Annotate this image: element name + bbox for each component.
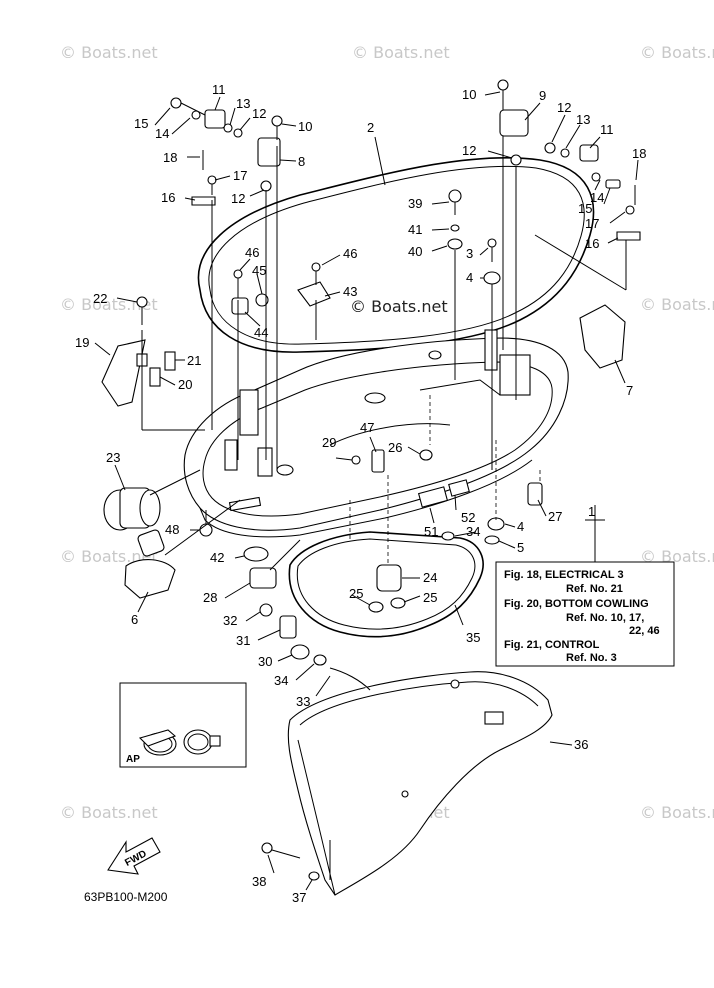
bottom-cowling <box>183 329 569 538</box>
watermark: © Boats.net <box>640 547 714 566</box>
callout: 1 <box>588 504 595 519</box>
callout: 14 <box>590 190 604 205</box>
callout: 18 <box>632 146 646 161</box>
callout: 18 <box>163 150 177 165</box>
callout: 20 <box>178 377 192 392</box>
callout: 46 <box>245 245 259 260</box>
callout: 8 <box>298 154 305 169</box>
cowling-seal <box>197 157 595 353</box>
callout: 30 <box>258 654 272 669</box>
callout: 48 <box>165 522 179 537</box>
callout: 17 <box>233 168 247 183</box>
gasket <box>288 531 484 638</box>
note-line: 22, 46 <box>629 625 660 637</box>
watermark: © Boats.net <box>640 295 714 314</box>
callout: 13 <box>236 96 250 111</box>
callout: 16 <box>161 190 175 205</box>
callout: 15 <box>578 201 592 216</box>
callout: 52 <box>461 510 475 525</box>
callout: 51 <box>424 524 438 539</box>
callout: 14 <box>155 126 169 141</box>
callout: 19 <box>75 335 89 350</box>
callout: 3 <box>466 246 473 261</box>
callout: 26 <box>388 440 402 455</box>
callout: 40 <box>408 244 422 259</box>
watermark: © Boats.net <box>60 547 158 566</box>
callout: 23 <box>106 450 120 465</box>
callout: 24 <box>423 570 437 585</box>
callout: 12 <box>231 191 245 206</box>
reference-note-box: Fig. 18, ELECTRICAL 3 Ref. No. 21 Fig. 2… <box>495 561 675 667</box>
callout: 33 <box>296 694 310 709</box>
lower-pan <box>287 671 553 896</box>
callout: 36 <box>574 737 588 752</box>
note-line: Fig. 18, ELECTRICAL 3 <box>504 569 624 581</box>
callout: 4 <box>517 519 524 534</box>
callout: 34 <box>274 673 288 688</box>
callout: 11 <box>600 122 614 137</box>
callout: 27 <box>548 509 562 524</box>
callout: 12 <box>462 143 476 158</box>
note-line: Fig. 20, BOTTOM COWLING <box>504 598 649 610</box>
callout: 17 <box>585 216 599 231</box>
note-line: Ref. No. 3 <box>566 652 617 664</box>
watermark: © Boats.net <box>60 43 158 62</box>
callout: 32 <box>223 613 237 628</box>
callout: 9 <box>539 88 546 103</box>
watermark: © Boats.net <box>640 803 714 822</box>
inset-label: AP <box>126 754 140 765</box>
callout: 31 <box>236 633 250 648</box>
watermark: © Boats.net <box>640 43 714 62</box>
forward-arrow: FWD <box>107 837 161 875</box>
watermark: © Boats.net <box>352 43 450 62</box>
callout: 22 <box>93 291 107 306</box>
callout: 6 <box>131 612 138 627</box>
watermark: © Boats.net <box>60 803 158 822</box>
callout: 43 <box>343 284 357 299</box>
callout: 15 <box>134 116 148 131</box>
ap-inset: AP <box>119 682 247 768</box>
callout: 46 <box>343 246 357 261</box>
callout: 37 <box>292 890 306 905</box>
note-line: Ref. No. 10, 17, <box>566 612 644 624</box>
callout: 25 <box>423 590 437 605</box>
callout: 39 <box>408 196 422 211</box>
callout: 13 <box>576 112 590 127</box>
callout: 34 <box>466 524 480 539</box>
callout: 12 <box>557 100 571 115</box>
callout: 16 <box>585 236 599 251</box>
alignment-lines <box>141 136 627 880</box>
callout: 5 <box>517 540 524 555</box>
callout: 12 <box>252 106 266 121</box>
callout: 21 <box>187 353 201 368</box>
callout-layer: 1 2 3 4 4 5 6 7 8 9 10 10 11 11 12 12 12… <box>75 82 646 905</box>
note-line: Ref. No. 21 <box>566 583 623 595</box>
callout: 29 <box>322 435 336 450</box>
leader-lines <box>94 91 639 891</box>
callout: 41 <box>408 222 422 237</box>
watermark: © Boats.net <box>60 295 158 314</box>
callout: 25 <box>349 586 363 601</box>
callout: 42 <box>210 550 224 565</box>
callout: 38 <box>252 874 266 889</box>
callout: 45 <box>252 263 266 278</box>
callout: 35 <box>466 630 480 645</box>
callout: 2 <box>367 120 374 135</box>
callout: 11 <box>212 82 226 97</box>
diagram-code: 63PB100-M200 <box>84 890 168 904</box>
callout: 7 <box>626 383 633 398</box>
callout: 44 <box>254 325 268 340</box>
note-line: Fig. 21, CONTROL <box>504 639 600 651</box>
callout: 4 <box>466 270 473 285</box>
small-parts <box>101 79 641 881</box>
callout: 47 <box>360 420 374 435</box>
callout: 10 <box>462 87 476 102</box>
callout: 10 <box>298 119 312 134</box>
watermark: © Boats.net <box>350 297 448 316</box>
callout: 28 <box>203 590 217 605</box>
